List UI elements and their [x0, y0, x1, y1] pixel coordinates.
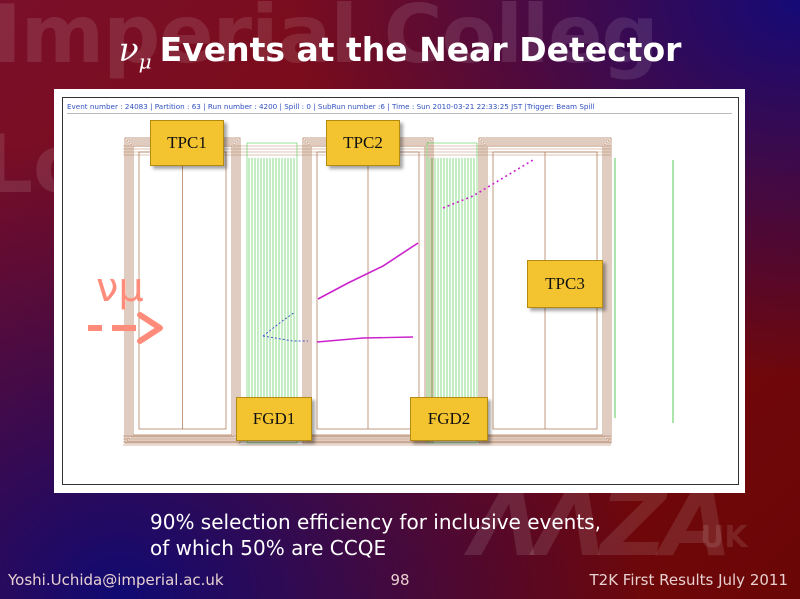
- label-fgd1: FGD1: [236, 397, 312, 441]
- event-info-bar: Event number : 24083 | Partition : 63 | …: [67, 102, 595, 111]
- label-tpc3: TPC3: [527, 260, 603, 308]
- info-divider: [67, 113, 732, 114]
- watermark-uk: UK: [700, 520, 748, 555]
- title-text: Events at the Near Detector: [159, 30, 682, 69]
- label-fgd2: FGD2: [410, 397, 488, 441]
- footer-page-number: 98: [390, 571, 410, 589]
- body-line-2: of which 50% are CCQE: [150, 536, 387, 560]
- beam-arrow-icon: [88, 312, 163, 344]
- body-line-1: 90% selection efficiency for inclusive e…: [150, 510, 601, 534]
- beam-neutrino-label: νμ: [96, 265, 144, 311]
- title-neutrino-symbol: νμ: [118, 30, 152, 74]
- particle-tracks: [262, 159, 534, 343]
- fgd-modules: [246, 142, 674, 444]
- label-tpc2: TPC2: [326, 120, 400, 166]
- detector-frames: [123, 137, 612, 446]
- body-text: 90% selection efficiency for inclusive e…: [150, 509, 601, 561]
- label-tpc1: TPC1: [150, 120, 224, 166]
- footer-email: Yoshi.Uchida@imperial.ac.uk: [8, 571, 224, 589]
- footer-event: T2K First Results July 2011: [589, 571, 789, 589]
- detector-drawing: [123, 137, 674, 446]
